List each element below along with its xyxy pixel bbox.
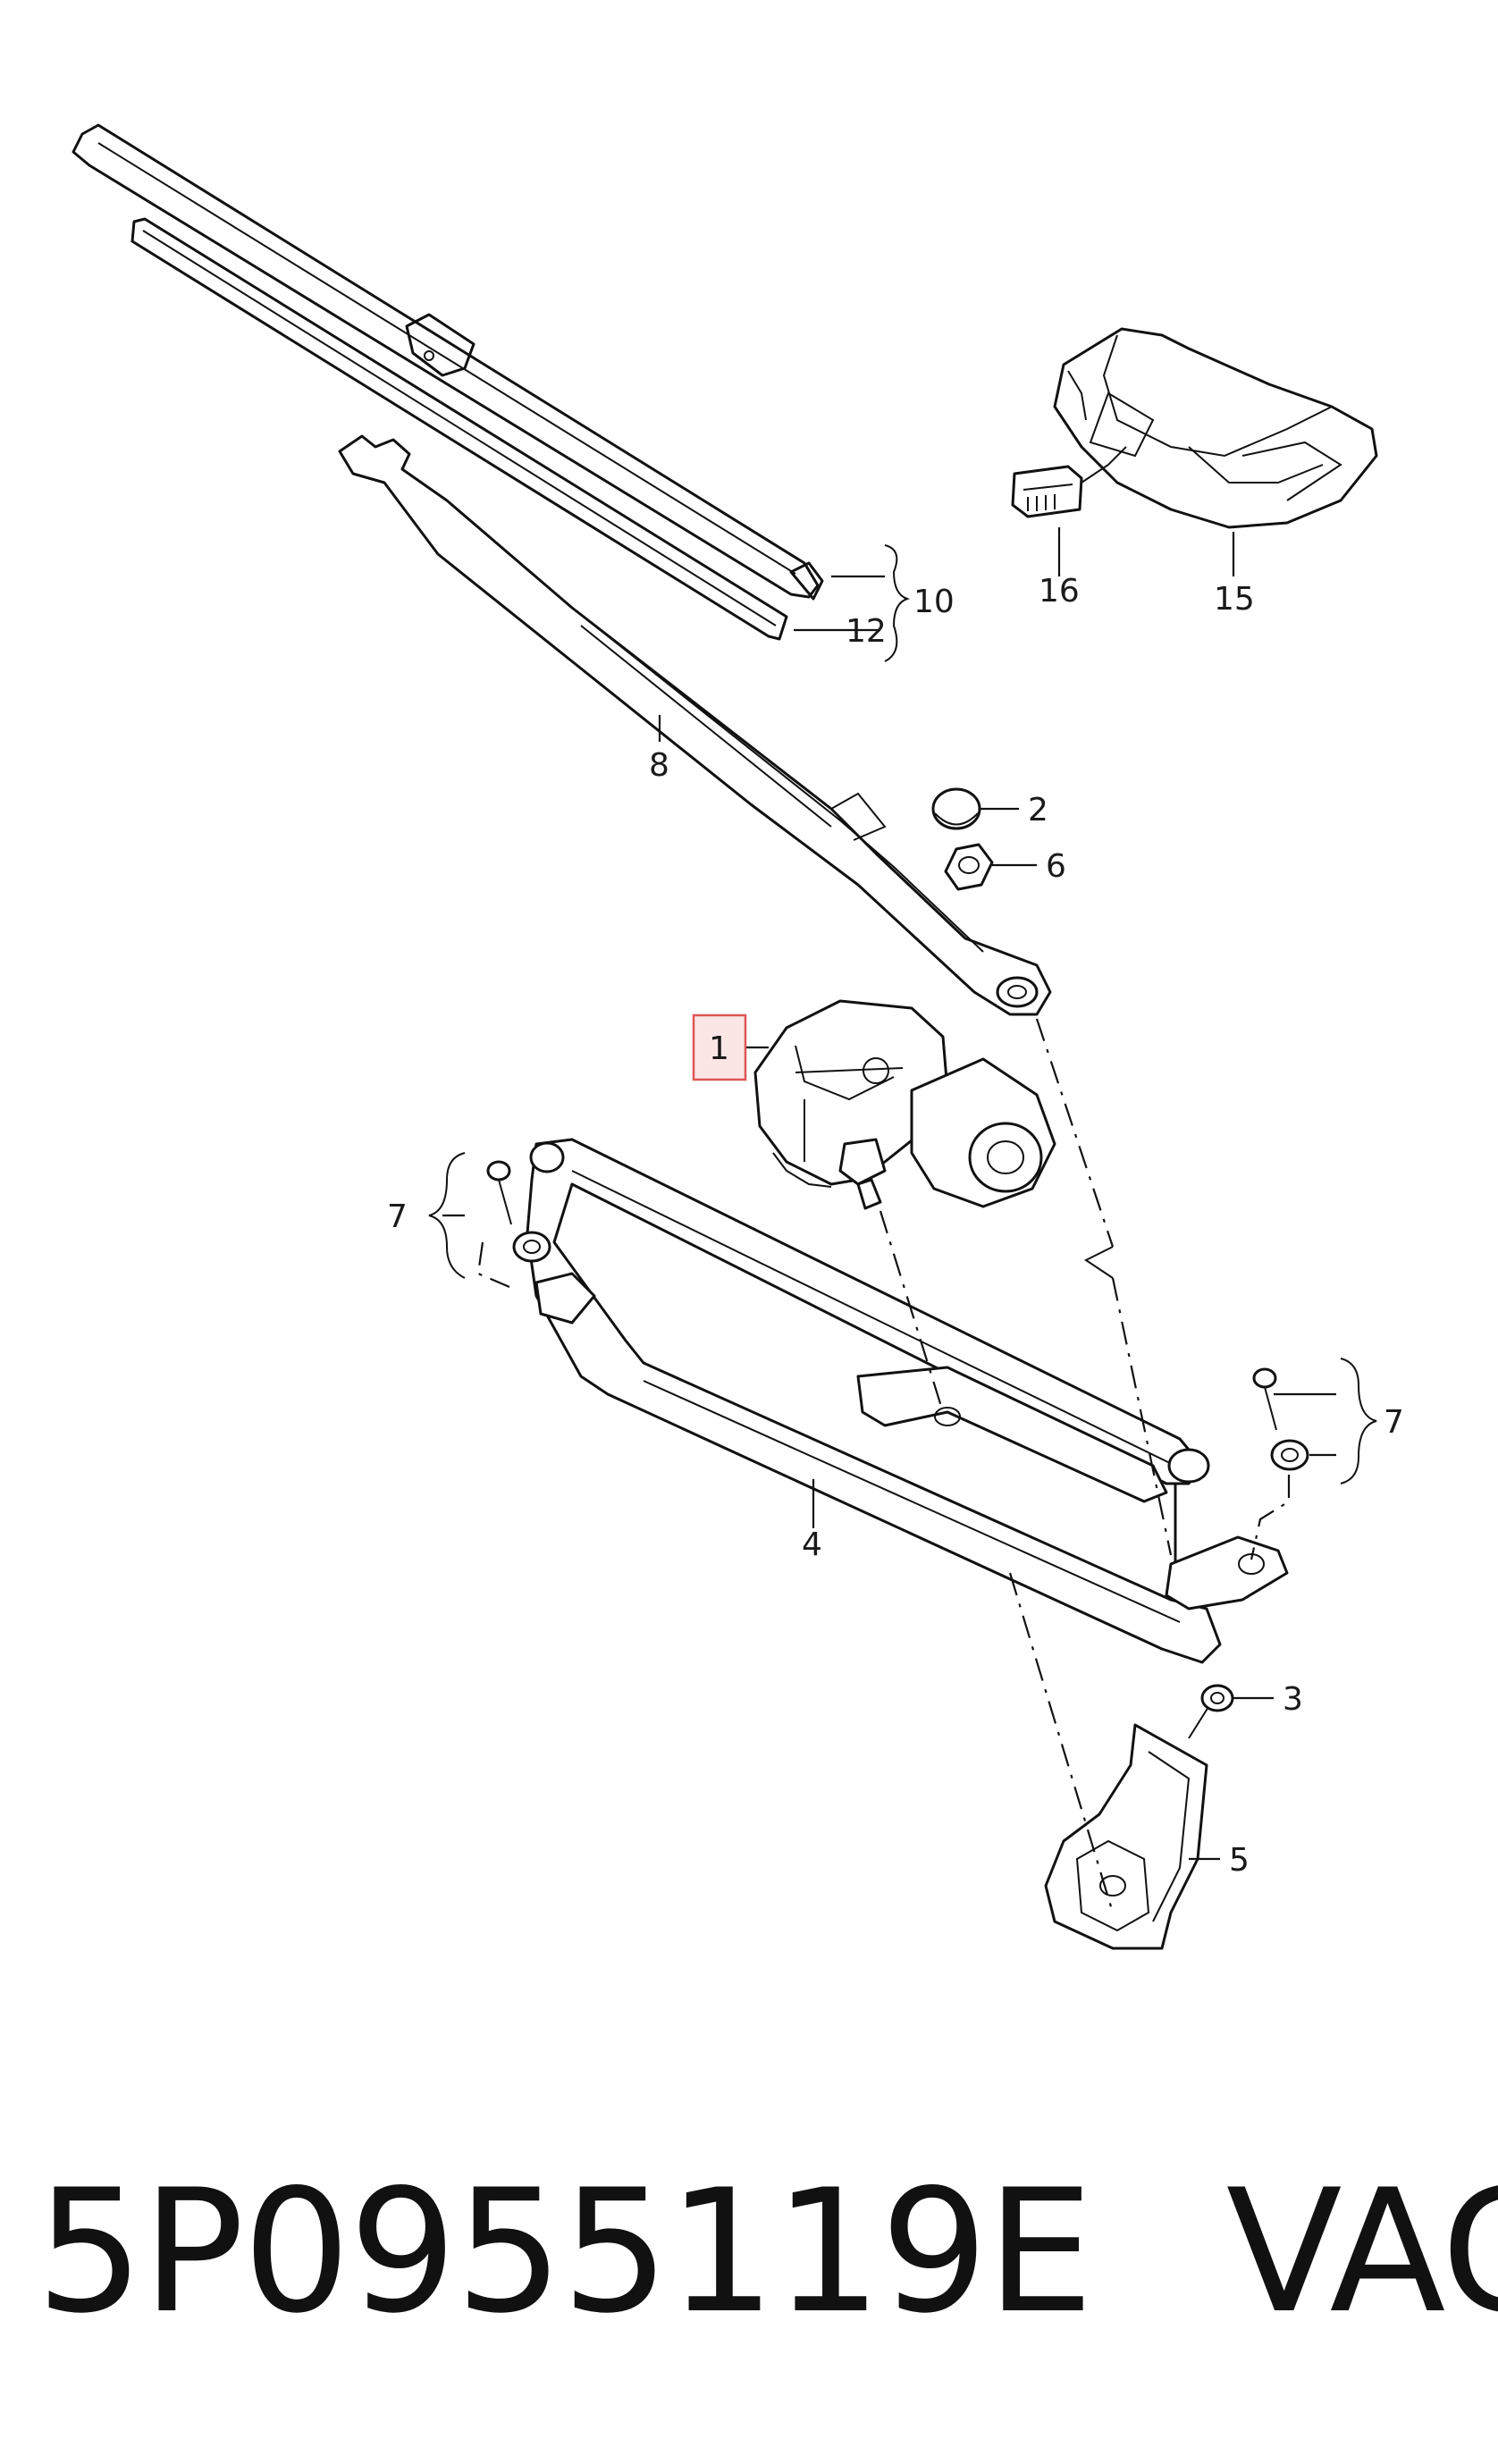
highlight-box: [692, 1013, 747, 1081]
part-caption: 5P0955119E VAG: [36, 2136, 1498, 2368]
wiper-arm: [338, 434, 1052, 1016]
alignment-lines: [476, 1018, 1291, 1913]
screw-grommet-left: [486, 1160, 551, 1263]
callout-leaders: [428, 527, 1377, 1861]
callout-2[interactable]: 2: [1028, 792, 1048, 828]
callout-4[interactable]: 4: [802, 1526, 822, 1563]
callout-12[interactable]: 12: [846, 613, 887, 650]
linkage-frame: [526, 1138, 1289, 1664]
callout-6[interactable]: 6: [1046, 848, 1066, 885]
callout-8[interactable]: 8: [649, 747, 669, 784]
control-module: [1053, 327, 1378, 529]
callout-7-right[interactable]: 7: [1384, 1404, 1404, 1441]
mounting-bracket: [1044, 1723, 1208, 1950]
connector: [1011, 446, 1127, 518]
wiper-blade: [72, 123, 824, 601]
callout-7-left[interactable]: 7: [387, 1198, 408, 1235]
grommet-3: [1188, 1684, 1234, 1739]
part-number: 5P0955119E: [36, 2153, 1094, 2350]
callout-3[interactable]: 3: [1283, 1681, 1303, 1718]
brand-name: VAG: [1225, 2153, 1498, 2350]
callout-16[interactable]: 16: [1039, 573, 1080, 610]
nut-6: [944, 843, 994, 891]
callout-5[interactable]: 5: [1229, 1842, 1250, 1879]
wiper-motor: [753, 999, 1056, 1210]
callout-1[interactable]: 1: [709, 1030, 729, 1067]
wiper-rubber: [130, 217, 788, 641]
cap: [931, 787, 981, 830]
screw-grommet-right: [1252, 1367, 1309, 1471]
callout-15[interactable]: 15: [1214, 581, 1255, 618]
callout-10[interactable]: 10: [913, 584, 955, 620]
